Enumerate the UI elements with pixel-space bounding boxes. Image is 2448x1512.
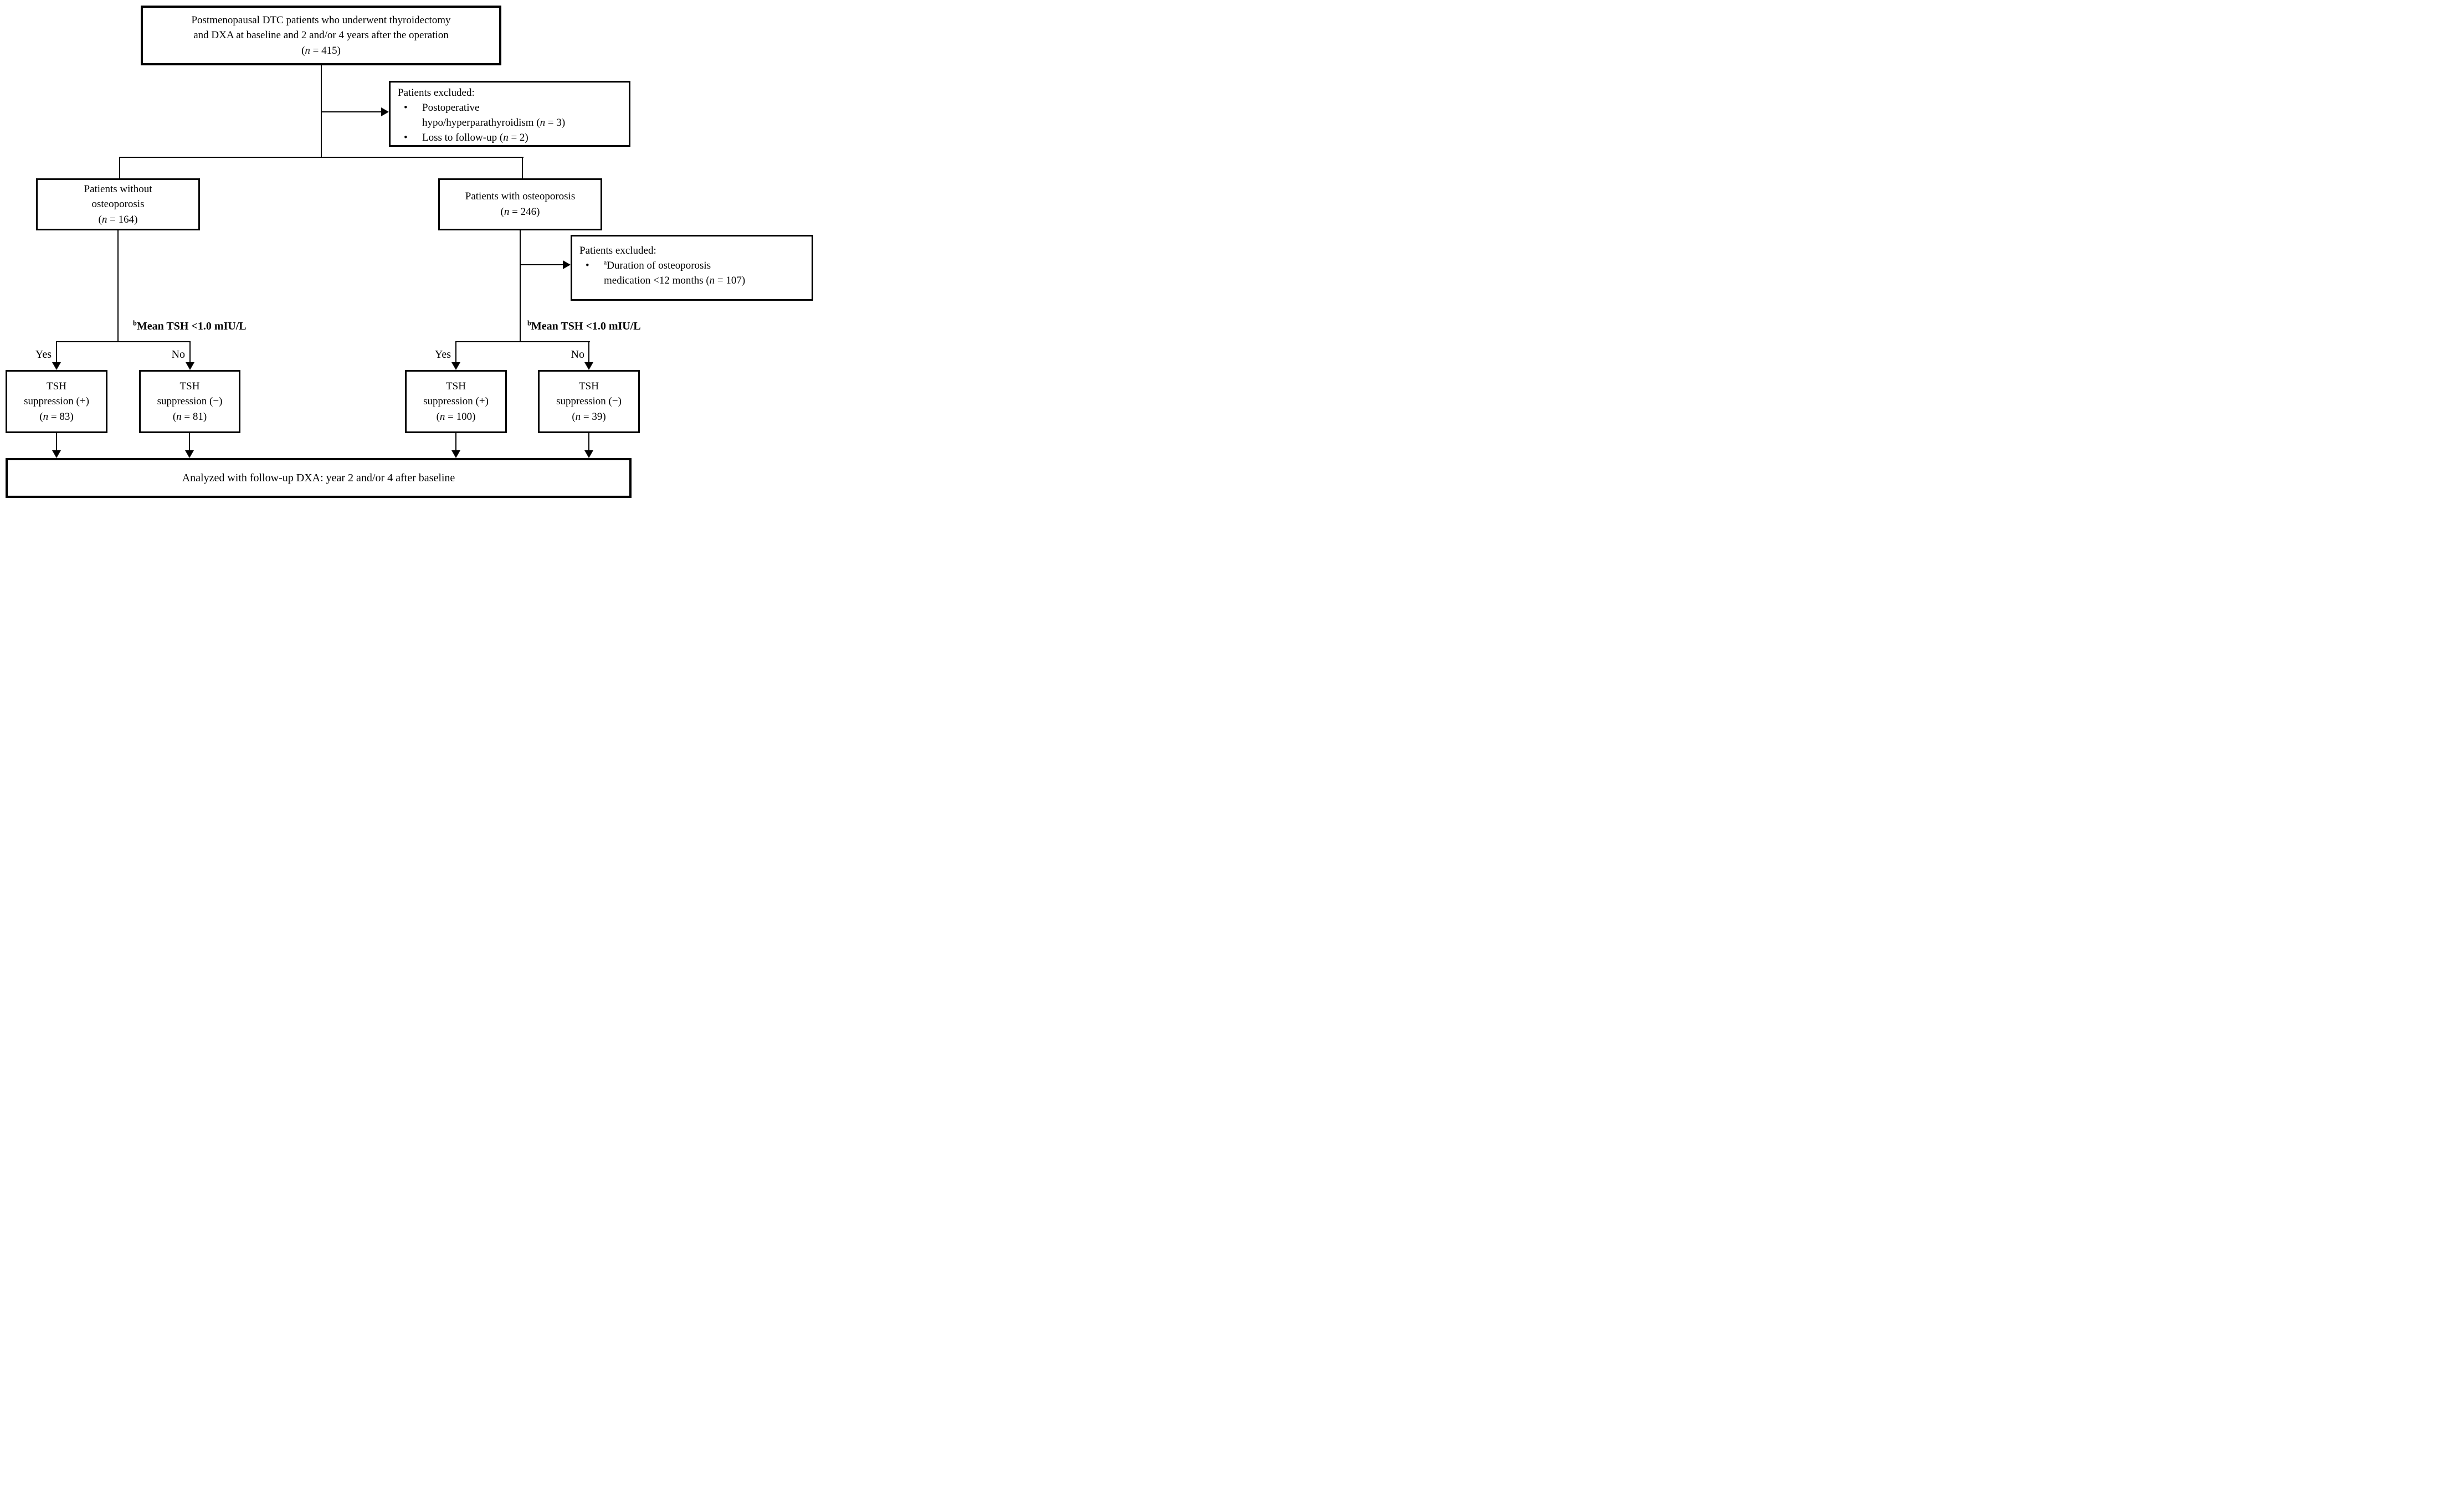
arrowhead-down-icon [584, 450, 593, 458]
with-osteoporosis-text: Patients with osteoporosis(n = 246) [465, 191, 576, 218]
connector-drop-without-osteoporosis [119, 157, 120, 178]
with-osteoporosis-box: Patients with osteoporosis(n = 246) [438, 178, 602, 230]
yes-label-left: Yes [35, 348, 52, 361]
arrowhead-right-icon [381, 107, 389, 116]
excluded-top-bullet-2-text: Loss to follow-up (n = 2) [422, 131, 528, 143]
bullet-icon: • [586, 259, 589, 271]
arrowhead-down-icon [186, 362, 194, 370]
arrowhead-down-icon [451, 450, 460, 458]
connector-split-right [455, 341, 590, 342]
analyzed-text: Analyzed with follow-up DXA: year 2 and/… [182, 471, 455, 484]
no-label-left: No [171, 348, 185, 361]
connector-out-minus-left [189, 433, 190, 451]
root-population-text: Postmenopausal DTC patients who underwen… [191, 14, 451, 56]
arrowhead-right-icon [563, 260, 571, 269]
excluded-top-title: Patients excluded: [398, 87, 475, 99]
connector-split-left [56, 341, 191, 342]
connector-yes-left [56, 341, 57, 363]
arrowhead-down-icon [52, 450, 61, 458]
connector-split-top [119, 157, 524, 158]
connector-out-plus-left [56, 433, 57, 451]
analyzed-box: Analyzed with follow-up DXA: year 2 and/… [6, 458, 632, 498]
mean-tsh-criterion-right: bMean TSH <1.0 mIU/L [527, 319, 641, 332]
flow-diagram-canvas: Postmenopausal DTC patients who underwen… [0, 0, 816, 504]
connector-right-stem [520, 230, 521, 342]
excluded-osteoporosis-title: Patients excluded: [579, 245, 656, 256]
bullet-icon: • [404, 131, 408, 143]
connector-drop-with-osteoporosis [522, 157, 523, 178]
connector-no-right [588, 341, 589, 363]
arrowhead-down-icon [52, 362, 61, 370]
connector-left-stem [117, 230, 119, 342]
connector-exclusion-top [321, 111, 382, 112]
root-population-box: Postmenopausal DTC patients who underwen… [141, 6, 501, 65]
bullet-icon: • [404, 101, 408, 114]
connector-no-left [189, 341, 191, 363]
arrowhead-down-icon [584, 362, 593, 370]
excluded-osteoporosis-box: Patients excluded: • aDuration of osteop… [571, 235, 813, 301]
arrowhead-down-icon [451, 362, 460, 370]
connector-out-plus-right [455, 433, 456, 451]
no-label-right: No [571, 348, 584, 361]
connector-out-minus-right [588, 433, 589, 451]
excluded-top-bullet-2: • Loss to follow-up (n = 2) [398, 131, 624, 146]
arrowhead-down-icon [185, 450, 194, 458]
yes-label-right: Yes [434, 348, 451, 361]
connector-yes-right [455, 341, 456, 363]
mean-tsh-criterion-left: bMean TSH <1.0 mIU/L [133, 319, 247, 332]
connector-exclusion-right [520, 264, 564, 265]
